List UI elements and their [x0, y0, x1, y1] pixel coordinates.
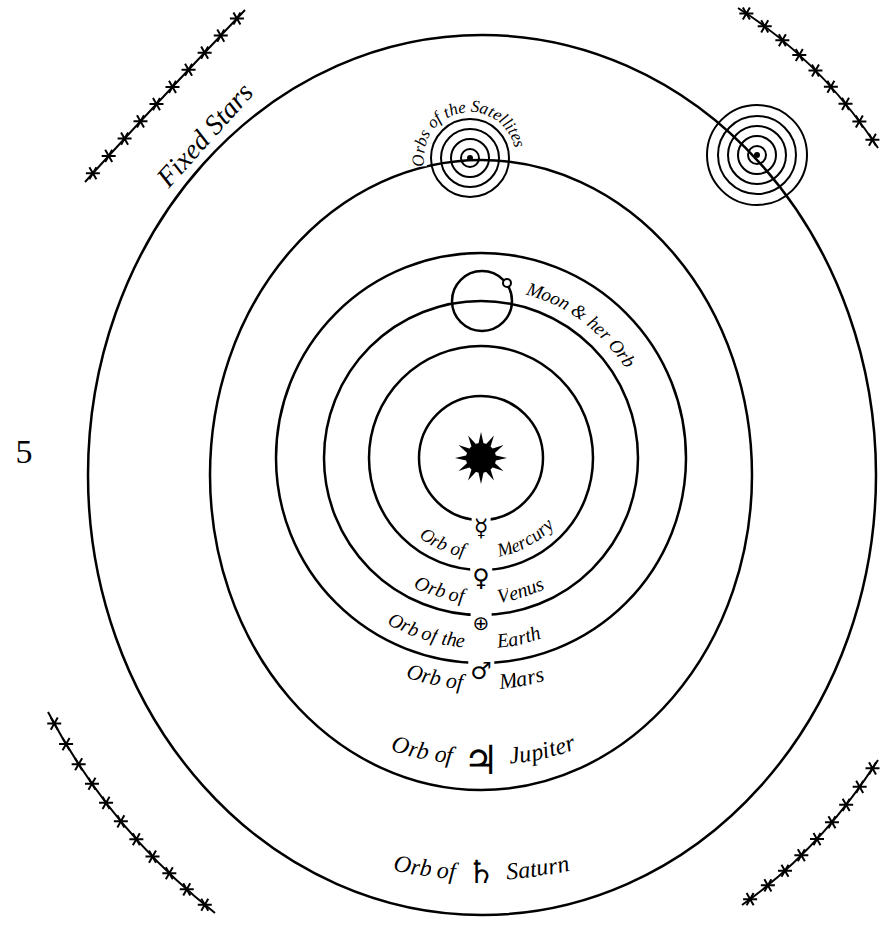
jupiter-symbol: ♃ [461, 740, 501, 780]
star-mark [792, 49, 806, 61]
sun [455, 432, 507, 484]
mars-symbol: ♂ [468, 659, 494, 683]
letter [478, 631, 483, 651]
letter [479, 542, 484, 561]
star-mark [775, 34, 789, 46]
star-mark [808, 64, 822, 76]
star-mark [743, 893, 757, 905]
star-mark [214, 30, 228, 42]
star-line [48, 712, 215, 913]
star-mark [198, 899, 212, 911]
saturn-dot [754, 152, 760, 158]
letter: O [410, 154, 427, 167]
star-mark [810, 833, 824, 845]
saturn-symbol: ♄ [465, 856, 498, 888]
star-mark [198, 47, 212, 59]
star-mark [59, 738, 73, 750]
star-mark [47, 718, 61, 730]
star-mark [86, 167, 100, 179]
satellite-orbit [461, 149, 479, 167]
star-mark [739, 7, 753, 19]
sun-disc [466, 443, 496, 473]
moon-dot [503, 279, 511, 287]
page-number: 5 [14, 435, 35, 469]
satellite-orbit [738, 136, 776, 174]
star-line [742, 760, 878, 905]
star-mark [99, 797, 113, 809]
star-mark [72, 758, 86, 770]
star-mark [865, 134, 879, 146]
venus-symbol: ♀ [470, 566, 492, 590]
satellite-orbit [718, 116, 796, 194]
moon-orbit [452, 271, 512, 331]
star-mark [129, 833, 143, 845]
jupiter-orbit [210, 160, 752, 790]
star-mark [162, 867, 176, 879]
star-line [738, 8, 878, 148]
saturn-satellites [707, 105, 807, 205]
mercury-orbit [419, 396, 543, 520]
star-mark [230, 12, 244, 24]
venus-orbit [369, 346, 593, 570]
satellite-orbit [707, 105, 807, 205]
star-mark [118, 133, 132, 145]
mercury-symbol: ☿ [472, 516, 491, 540]
star-mark [180, 883, 194, 895]
letter: f [448, 859, 456, 883]
star-mark [824, 81, 838, 93]
earth-orbit [324, 301, 638, 615]
star-mark [758, 20, 772, 32]
jupiter-satellites [431, 119, 509, 197]
jupiter-dot [467, 155, 473, 161]
satellite-orbit [728, 126, 786, 184]
fixed-stars [48, 8, 878, 913]
star-marks [47, 7, 879, 910]
letter: f [445, 743, 454, 768]
star-mark [133, 115, 147, 127]
orbits [88, 35, 876, 915]
star-mark [761, 879, 775, 891]
star-mark [114, 815, 128, 827]
saturn-orbit [88, 35, 876, 915]
star-mark [102, 150, 116, 162]
star-mark [182, 64, 196, 76]
star-mark [85, 778, 99, 790]
star-mark [778, 865, 792, 877]
star-mark [145, 851, 159, 863]
star-mark [825, 816, 839, 828]
star-mark [866, 762, 880, 774]
letter: f [456, 670, 464, 692]
star-mark [165, 81, 179, 93]
satellite-orbit [431, 119, 509, 197]
satellite-orbit [441, 129, 499, 187]
satellite-orbit [748, 146, 766, 164]
star-mark [839, 799, 853, 811]
star-mark [794, 849, 808, 861]
mars-orbit [276, 253, 686, 663]
moon-orb-label: Moon & her Orb [523, 279, 640, 374]
satellite-orbs-label: Orbs of the Satellites [408, 96, 530, 171]
star-mark [839, 98, 853, 110]
star-mark [853, 781, 867, 793]
star-mark [852, 115, 866, 127]
satellite-orbit [451, 139, 489, 177]
star-mark [149, 98, 163, 110]
earth-orb-label: Orb of the Earth [384, 609, 547, 654]
earth-symbol: ⊕ [471, 613, 492, 633]
letter: e [455, 630, 466, 651]
